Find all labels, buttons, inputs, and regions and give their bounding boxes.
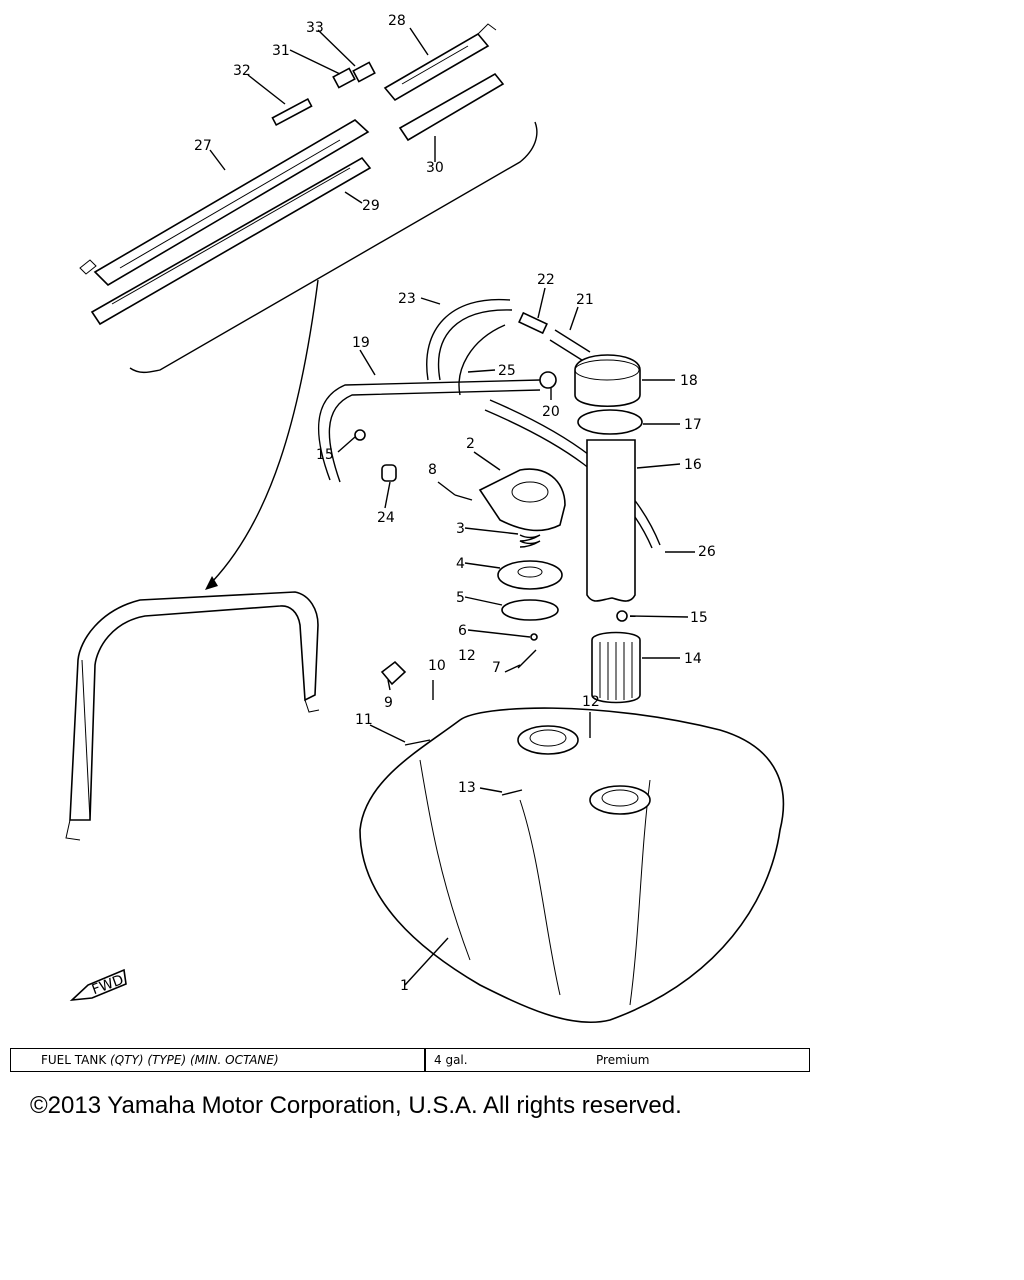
- fwd-arrow-icon: [69, 968, 127, 1002]
- fuel-cap-2: [478, 468, 566, 532]
- pipe-16: [586, 439, 636, 602]
- inset-panel-outline: [129, 121, 538, 374]
- callout-11: 11: [355, 712, 373, 728]
- screw-7: [517, 649, 537, 669]
- callout-12-right: 12: [582, 694, 600, 710]
- fuel-tank-body: [359, 707, 785, 1024]
- fuel-tank-exploded-diagram: FWD 1 2 3: [65, 13, 785, 1024]
- callout-14: 14: [684, 651, 702, 667]
- strap-27: [93, 119, 370, 287]
- bolt-13: [501, 789, 523, 796]
- clip-15-upper: [354, 429, 366, 441]
- callout-31: 31: [272, 43, 290, 59]
- callout-33: 33: [306, 20, 324, 36]
- assembly-arrow: [211, 279, 319, 583]
- callout-19: 19: [352, 335, 370, 351]
- bolt-11: [404, 739, 431, 746]
- callout-15-right: 15: [690, 610, 708, 626]
- hose-21: [554, 329, 591, 353]
- callout-29: 29: [362, 198, 380, 214]
- callout-15-left: 15: [316, 447, 334, 463]
- callout-26: 26: [698, 544, 716, 560]
- gasket-17: [577, 409, 643, 435]
- callout-9: 9: [384, 695, 393, 711]
- spec-label-cell: FUEL TANK (QTY) (TYPE) (MIN. OCTANE): [11, 1049, 426, 1071]
- spec-qty: 4 gal.: [434, 1053, 468, 1067]
- spec-label: FUEL TANK: [41, 1053, 111, 1067]
- callout-18: 18: [680, 373, 698, 389]
- fwd-label: FWD: [90, 972, 126, 998]
- callout-3: 3: [456, 521, 465, 537]
- callout-8: 8: [428, 462, 437, 478]
- callout-16: 16: [684, 457, 702, 473]
- strap-30: [398, 72, 505, 142]
- callout-21: 21: [576, 292, 594, 308]
- callout-28: 28: [388, 13, 406, 29]
- strap-29: [90, 156, 372, 326]
- screw-8: [454, 494, 473, 501]
- hose-24: [381, 464, 397, 482]
- callout-6: 6: [458, 623, 467, 639]
- callout-20: 20: [542, 404, 560, 420]
- leader-lines: [209, 27, 695, 986]
- bracket-9: [380, 660, 407, 686]
- washer-6: [530, 633, 538, 641]
- gasket-5: [501, 599, 559, 621]
- callout-7: 7: [492, 660, 501, 676]
- joint-22: [518, 311, 548, 335]
- strap-28: [383, 32, 490, 102]
- seal-4: [497, 560, 563, 590]
- callout-10: 10: [428, 658, 446, 674]
- callout-25: 25: [498, 363, 516, 379]
- pin-33: [352, 61, 376, 83]
- callout-32: 32: [233, 63, 251, 79]
- callout-17: 17: [684, 417, 702, 433]
- callout-2: 2: [466, 436, 475, 452]
- callout-4: 4: [456, 556, 465, 572]
- assembled-bracket: [69, 591, 319, 821]
- hose-25: [458, 324, 506, 396]
- spec-type: Premium: [596, 1053, 650, 1067]
- fuel-tank-spec-table: FUEL TANK (QTY) (TYPE) (MIN. OCTANE) 4 g…: [10, 1048, 810, 1072]
- callout-12-left: 12: [458, 648, 476, 664]
- pin-31: [332, 67, 356, 89]
- hose-19: [317, 379, 541, 481]
- hose-23: [426, 298, 511, 381]
- callout-27: 27: [194, 138, 212, 154]
- callout-5: 5: [456, 590, 465, 606]
- callout-1: 1: [400, 978, 409, 994]
- callout-13: 13: [458, 780, 476, 796]
- spring-3: [519, 534, 541, 548]
- callout-23: 23: [398, 291, 416, 307]
- sender-18: [574, 354, 641, 408]
- clamp-20: [539, 371, 557, 389]
- callout-30: 30: [426, 160, 444, 176]
- clip-15-lower: [616, 610, 628, 622]
- callout-24: 24: [377, 510, 395, 526]
- copyright-notice: ©2013 Yamaha Motor Corporation, U.S.A. A…: [30, 1092, 682, 1119]
- bolt-32: [271, 97, 313, 127]
- callout-22: 22: [537, 272, 555, 288]
- spec-label-italic: (QTY) (TYPE) (MIN. OCTANE): [110, 1053, 279, 1067]
